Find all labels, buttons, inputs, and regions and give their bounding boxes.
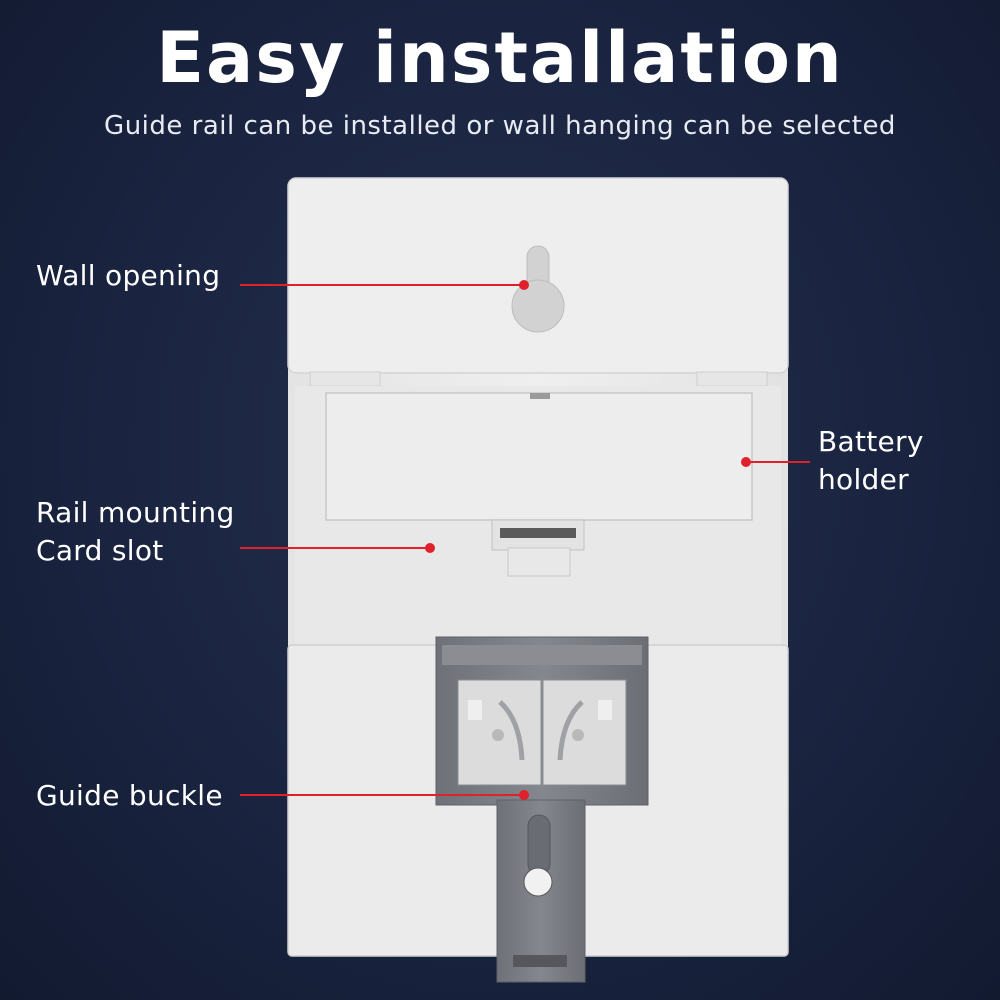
page-title: Easy installation	[156, 17, 844, 99]
wall-opening-keyhole	[511, 245, 565, 333]
battery-holder-cover	[325, 392, 753, 521]
callout-guide-buckle: Guide buckle	[36, 779, 223, 812]
leader-dots	[425, 280, 751, 800]
callout-rail-slot-line2: Card slot	[36, 534, 164, 567]
leader-lines	[240, 284, 810, 796]
callout-battery-holder-line1: Battery	[818, 425, 924, 458]
callout-rail-slot: Rail mounting Card slot	[36, 494, 235, 570]
callout-wall-opening: Wall opening	[36, 259, 221, 292]
rail-card-slot	[491, 519, 585, 577]
callout-battery-holder-line2: holder	[818, 463, 909, 496]
page-subtitle: Guide rail can be installed or wall hang…	[104, 111, 896, 141]
guide-buckle	[435, 636, 649, 983]
callout-battery-holder: Battery holder	[818, 423, 924, 499]
callout-rail-slot-line1: Rail mounting	[36, 496, 235, 529]
